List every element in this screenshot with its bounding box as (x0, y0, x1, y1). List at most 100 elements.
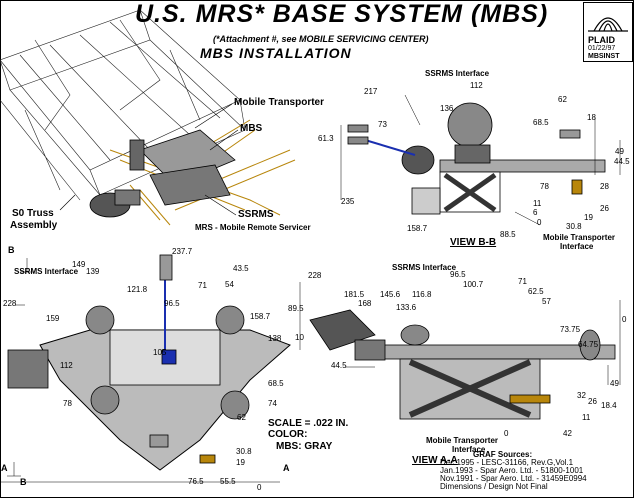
source-line-2: Jan.1993 - Spar Aero. Ltd. - 51800-1001 (440, 466, 584, 475)
dim-0-l: 0 (257, 483, 262, 492)
top-view-drawing (7, 254, 291, 471)
dim-64-75: 64.75 (578, 340, 599, 349)
dim-145-6: 145.6 (380, 290, 401, 299)
label-mt-interface-b-1: Mobile Transporter (543, 233, 616, 242)
dim-228-l: 228 (3, 299, 17, 308)
dim-73: 73 (378, 120, 387, 129)
dim-158-7: 158.7 (407, 224, 428, 233)
dim-100-7: 100.7 (463, 280, 484, 289)
dim-138: 138 (268, 334, 282, 343)
view-aa-drawing (309, 309, 616, 420)
dim-158-7-l: 158.7 (250, 312, 271, 321)
dim-62-l: 62 (237, 413, 246, 422)
dim-11-a: 11 (582, 413, 591, 422)
top-view-dims (0, 258, 280, 483)
page-subtitle: (*Attachment #, see MOBILE SERVICING CEN… (213, 34, 429, 44)
label-mbs: MBS (240, 123, 263, 134)
scale-line-3: MBS: GRAY (276, 441, 333, 452)
section-a-right: A (283, 463, 290, 473)
s0-truss-wireframe (0, 9, 246, 201)
dim-26: 26 (600, 204, 609, 213)
view-aa-dims (299, 282, 621, 385)
dim-30-8-b: 30.8 (566, 222, 582, 231)
dim-105: 105 (153, 348, 167, 357)
dim-237-7: 237.7 (172, 247, 193, 256)
dim-49-a: 49 (610, 379, 619, 388)
dim-136: 136 (440, 104, 454, 113)
mbs-iso (129, 129, 236, 206)
dim-28: 28 (600, 182, 609, 191)
logo-code: MBSINST (588, 53, 620, 60)
label-ssrms-interface-a: SSRMS Interface (392, 263, 457, 272)
dim-55-5: 55.5 (220, 477, 236, 486)
dim-68-5-l: 68.5 (268, 379, 284, 388)
dim-71-a: 71 (518, 277, 527, 286)
dim-44-5-a: 44.5 (331, 361, 347, 370)
dim-62: 62 (558, 95, 567, 104)
dim-0-b: 0 (537, 218, 542, 227)
view-aa-title: VIEW A-A (412, 455, 458, 466)
dim-78: 78 (540, 182, 549, 191)
dim-26-a: 26 (588, 397, 597, 406)
dim-18: 18 (587, 113, 596, 122)
dim-88-5: 88.5 (500, 230, 516, 239)
dim-10: 10 (295, 333, 304, 342)
label-ssrms-interface-l: SSRMS Interface (14, 267, 79, 276)
dim-139: 139 (86, 267, 100, 276)
dim-62-5: 62.5 (528, 287, 544, 296)
dim-30-8-l: 30.8 (236, 447, 252, 456)
dim-181-5: 181.5 (344, 290, 365, 299)
view-bb-title: VIEW B-B (450, 237, 497, 248)
dim-18-4: 18.4 (601, 401, 617, 410)
dim-0-a-right: 0 (622, 315, 627, 324)
scale-line-2: COLOR: (268, 429, 308, 440)
logo-name: PLAID (588, 35, 615, 45)
sources-header: GRAF Sources: (473, 450, 533, 459)
dim-96-5-l: 96.5 (164, 299, 180, 308)
dim-11: 11 (533, 199, 542, 208)
plaid-emblem-icon (588, 17, 628, 32)
label-mt-interface-a-2: Interface (452, 445, 486, 454)
source-line-3: Nov.1991 - Spar Aero. Ltd. - 31459E0994 (440, 474, 587, 483)
dim-159: 159 (46, 314, 60, 323)
dim-112: 112 (470, 81, 483, 90)
page-title: U.S. MRS* BASE SYSTEM (MBS) (135, 0, 549, 28)
dim-0-a: 0 (504, 429, 509, 438)
dim-112-l: 112 (60, 361, 73, 370)
dim-54: 54 (225, 280, 234, 289)
dim-71-l: 71 (198, 281, 207, 290)
dim-44-5: 44.5 (614, 157, 630, 166)
label-s0-truss-1: S0 Truss (12, 208, 54, 219)
dim-68-5: 68.5 (533, 118, 549, 127)
label-mrs: MRS - Mobile Remote Servicer (195, 223, 311, 232)
plaid-logo: PLAID 01/22/97 MBSINST (583, 2, 633, 62)
dim-43-5: 43.5 (233, 264, 249, 273)
dim-96-5-a: 96.5 (450, 270, 466, 279)
dim-78-l: 78 (63, 399, 72, 408)
dim-57: 57 (542, 297, 551, 306)
label-ssrms: SSRMS (238, 209, 274, 220)
scale-line-1: SCALE = .022 IN. (268, 418, 349, 429)
section-b-top: B (8, 245, 15, 255)
dim-61-3: 61.3 (318, 134, 334, 143)
source-line-1: Dec.1995 - LESC-31166, Rev.G,Vol.1 (440, 458, 574, 467)
label-mt-interface-a-1: Mobile Transporter (426, 436, 499, 445)
installation-heading: MBS INSTALLATION (200, 45, 352, 61)
logo-date: 01/22/97 (588, 45, 616, 52)
ssrms-iso (89, 189, 141, 218)
dim-6: 6 (533, 208, 538, 217)
dim-42: 42 (563, 429, 572, 438)
dim-228-a: 228 (308, 271, 322, 280)
source-line-4: Dimensions / Design Not Final (440, 482, 548, 491)
section-b-bottom: B (20, 477, 27, 487)
dim-133-6: 133.6 (396, 303, 417, 312)
dim-19-b: 19 (584, 213, 593, 222)
label-ssrms-interface-b: SSRMS Interface (425, 69, 490, 78)
label-mobile-transporter: Mobile Transporter (234, 97, 325, 108)
dim-74: 74 (268, 399, 277, 408)
dim-73-75: 73.75 (560, 325, 581, 334)
dim-116-8: 116.8 (412, 290, 432, 299)
dim-168: 168 (358, 299, 372, 308)
dim-235: 235 (341, 197, 355, 206)
